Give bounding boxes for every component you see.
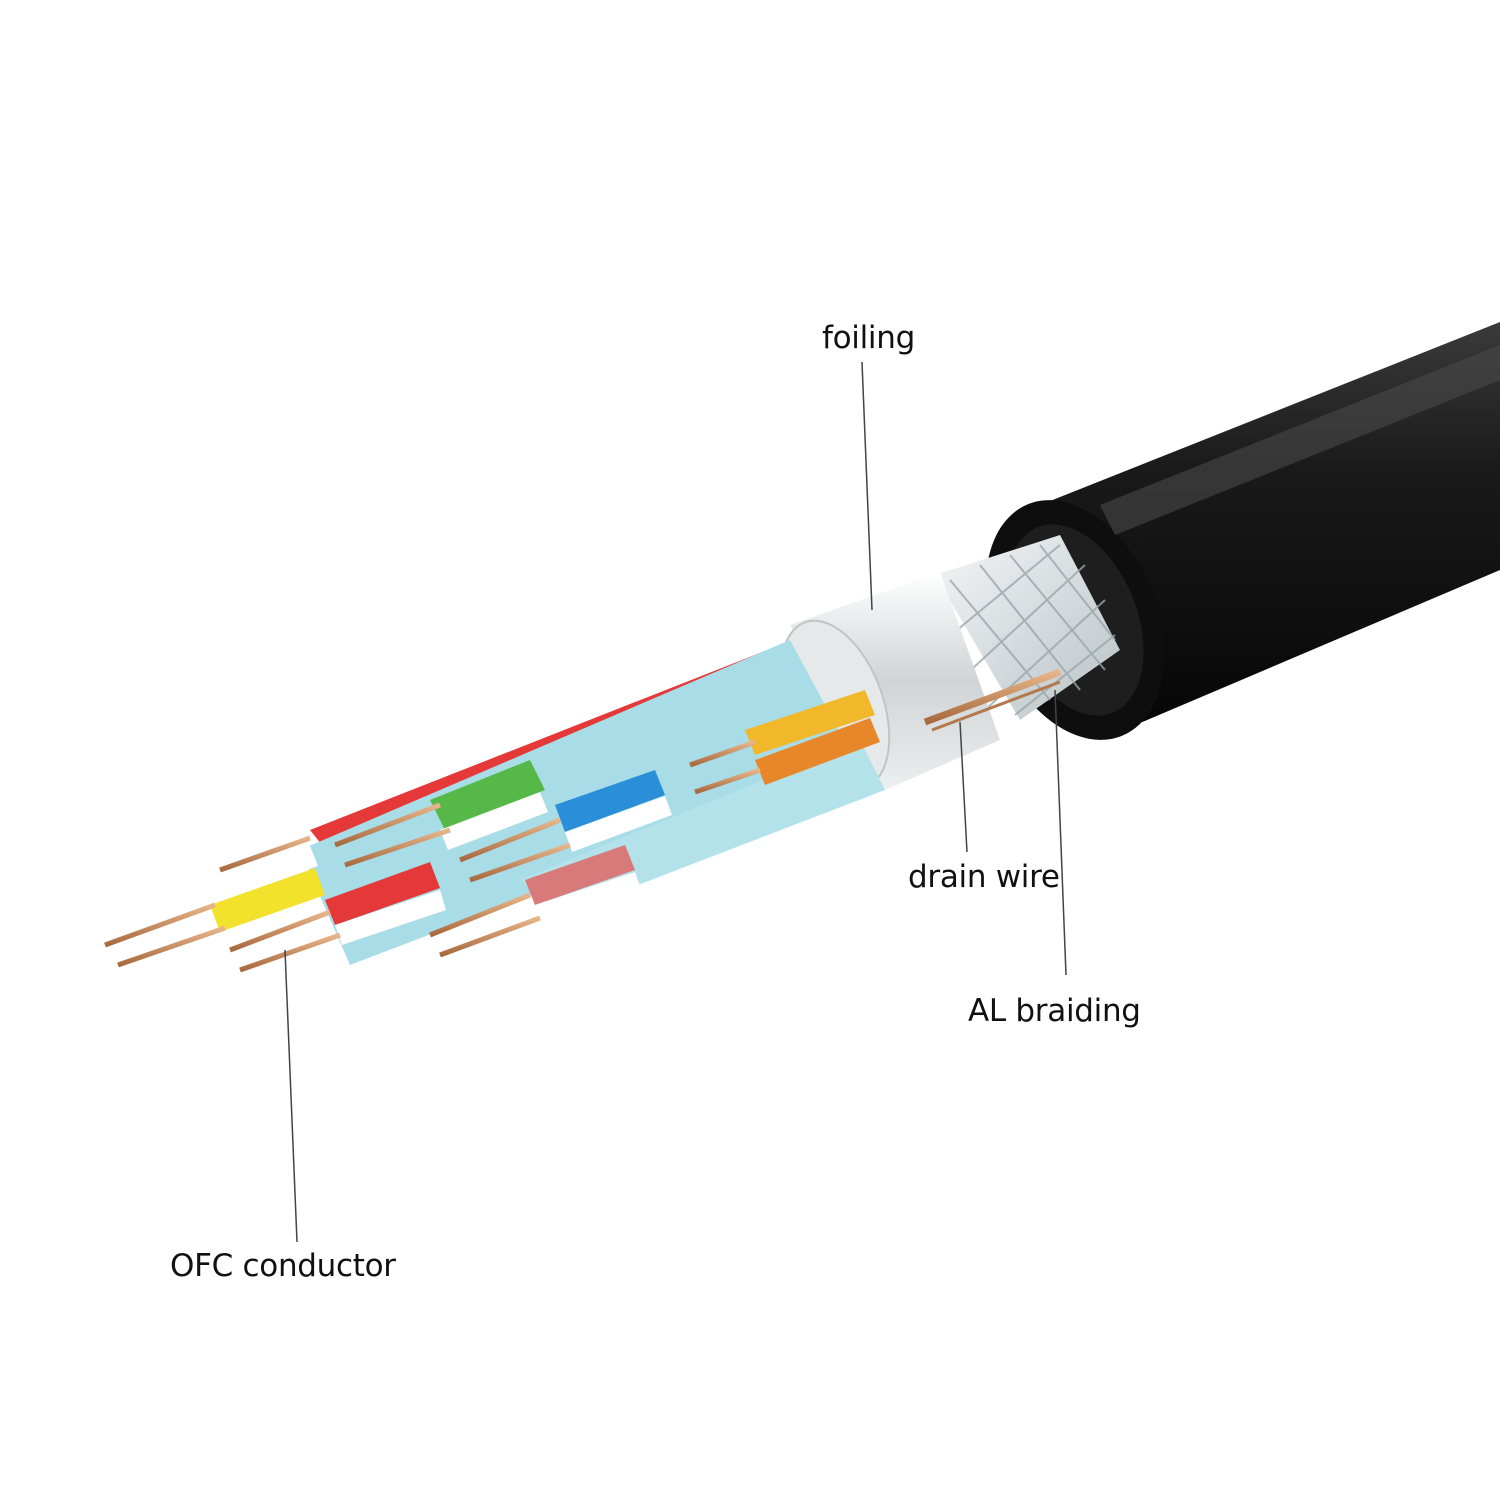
- foiling-leader: [861, 361, 873, 611]
- green-pair: [334, 760, 548, 868]
- ofc-conductor-label: OFC conductor: [170, 1248, 396, 1284]
- leader-lines: [284, 361, 1067, 1243]
- foiling-label: foiling: [822, 320, 915, 356]
- al-braiding-leader: [1054, 689, 1067, 976]
- ofc-conductor-leader: [284, 949, 298, 1243]
- drain-wire-label: drain wire: [908, 859, 1060, 895]
- red-small-pair: [229, 862, 446, 973]
- drain-wire: [923, 668, 1062, 732]
- pink-pair: [429, 845, 642, 958]
- al-braiding-label: AL braiding: [968, 993, 1141, 1029]
- yellow-orange-pair: [689, 690, 880, 795]
- al-braiding: [935, 535, 1120, 720]
- blue-pair: [459, 770, 672, 883]
- yellow-pair: [104, 835, 325, 968]
- drain-wire-leader: [959, 721, 968, 853]
